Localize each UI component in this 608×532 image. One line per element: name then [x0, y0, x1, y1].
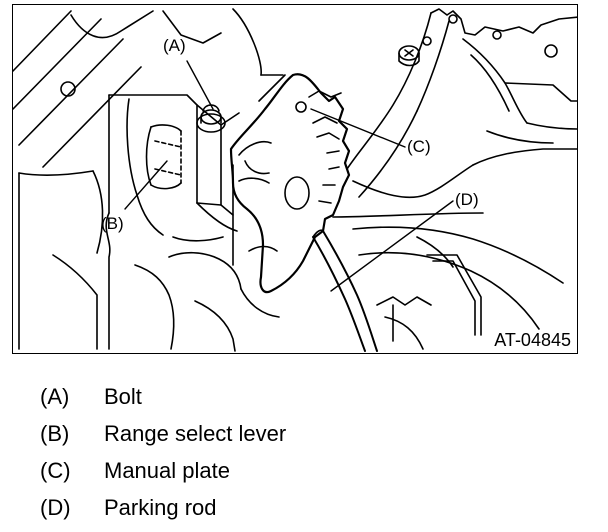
transmission-illustration: [13, 8, 577, 352]
legend-item-range-select-lever: (B) Range select lever: [40, 421, 560, 458]
leader-lines: [124, 60, 454, 292]
callout-a: (A): [163, 36, 186, 55]
callout-c: (C): [407, 137, 431, 156]
leader-line-d: [330, 200, 454, 292]
callout-b: (B): [101, 214, 124, 233]
leader-line-b: [124, 160, 168, 210]
callout-d: (D): [455, 190, 479, 209]
legend-letter: (A): [40, 384, 70, 409]
housing-hole: [60, 81, 76, 97]
legend-item-parking-rod: (D) Parking rod: [40, 495, 560, 532]
leader-line-a: [186, 60, 214, 110]
legend-item-manual-plate: (C) Manual plate: [40, 458, 560, 495]
manual-plate: [229, 73, 351, 294]
legend-letter: (D): [40, 495, 71, 520]
legend: (A) Bolt (B) Range select lever (C) Manu…: [40, 384, 560, 532]
legend-text: Bolt: [104, 384, 142, 409]
upper-right-bracket: [346, 8, 577, 198]
legend-item-bolt: (A) Bolt: [40, 384, 560, 421]
legend-letter: (B): [40, 421, 70, 446]
legend-text: Parking rod: [104, 495, 217, 520]
bracket-bolt: [398, 36, 432, 67]
lower-housing: [168, 245, 280, 352]
right-housing: [258, 74, 577, 350]
legend-text: Manual plate: [104, 458, 230, 483]
legend-letter: (C): [40, 458, 71, 483]
figure-id: AT-04845: [494, 330, 571, 350]
left-casting: [18, 94, 238, 350]
parking-rod: [312, 229, 378, 352]
leader-line-c: [310, 108, 406, 148]
housing-edges: [13, 8, 284, 168]
legend-text: Range select lever: [104, 421, 287, 446]
illustration-frame: (A) (B) (C) (D) AT-04845: [12, 4, 578, 354]
